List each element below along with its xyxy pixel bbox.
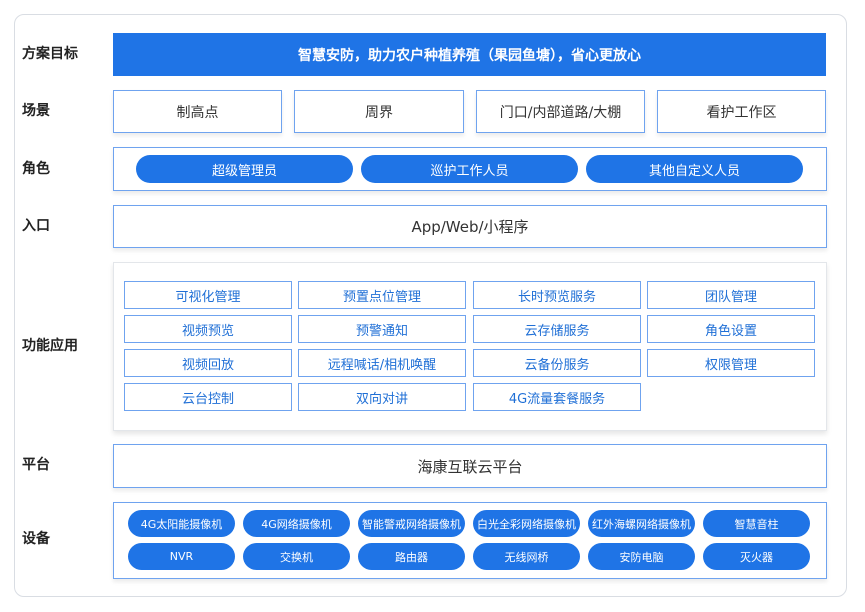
device-pill: 安防电脑 [588, 543, 695, 570]
device-pill: 无线网桥 [473, 543, 580, 570]
function-cell: 视频预览 [124, 315, 292, 343]
function-cell: 角色设置 [647, 315, 815, 343]
goal-banner: 智慧安防，助力农户种植养殖（果园鱼塘），省心更放心 [113, 33, 826, 76]
function-cell: 云备份服务 [473, 349, 641, 377]
function-cell: 4G流量套餐服务 [473, 383, 641, 411]
entry-box: App/Web/小程序 [113, 205, 827, 248]
function-cell: 远程喊话/相机唤醒 [298, 349, 466, 377]
function-cell: 云存储服务 [473, 315, 641, 343]
device-pill: 智能警戒网络摄像机 [358, 510, 465, 537]
outer-frame [14, 14, 847, 597]
label-device: 设备 [22, 531, 50, 547]
function-cell: 预置点位管理 [298, 281, 466, 309]
function-cell: 权限管理 [647, 349, 815, 377]
function-cell: 视频回放 [124, 349, 292, 377]
label-goal: 方案目标 [22, 46, 78, 62]
scene-box: 看护工作区 [657, 90, 826, 133]
label-platform: 平台 [22, 457, 50, 473]
function-cell: 预警通知 [298, 315, 466, 343]
label-scene: 场景 [22, 103, 50, 119]
device-pill: 4G太阳能摄像机 [128, 510, 235, 537]
function-cell: 长时预览服务 [473, 281, 641, 309]
device-pill: 4G网络摄像机 [243, 510, 350, 537]
label-role: 角色 [22, 161, 50, 177]
role-pill: 巡护工作人员 [361, 155, 578, 183]
device-pill: NVR [128, 543, 235, 570]
function-cell: 双向对讲 [298, 383, 466, 411]
label-entry: 入口 [22, 218, 50, 234]
device-pill: 白光全彩网络摄像机 [473, 510, 580, 537]
function-cell: 云台控制 [124, 383, 292, 411]
device-pill: 红外海螺网络摄像机 [588, 510, 695, 537]
scene-box: 制高点 [113, 90, 282, 133]
function-cell: 团队管理 [647, 281, 815, 309]
scene-box: 门口/内部道路/大棚 [476, 90, 645, 133]
device-pill: 交换机 [243, 543, 350, 570]
device-pill: 路由器 [358, 543, 465, 570]
function-cell: 可视化管理 [124, 281, 292, 309]
device-pill: 灭火器 [703, 543, 810, 570]
platform-box: 海康互联云平台 [113, 444, 827, 488]
scene-box: 周界 [294, 90, 464, 133]
label-function: 功能应用 [22, 338, 78, 354]
device-pill: 智慧音柱 [703, 510, 810, 537]
role-pill: 超级管理员 [136, 155, 353, 183]
role-pill: 其他自定义人员 [586, 155, 803, 183]
